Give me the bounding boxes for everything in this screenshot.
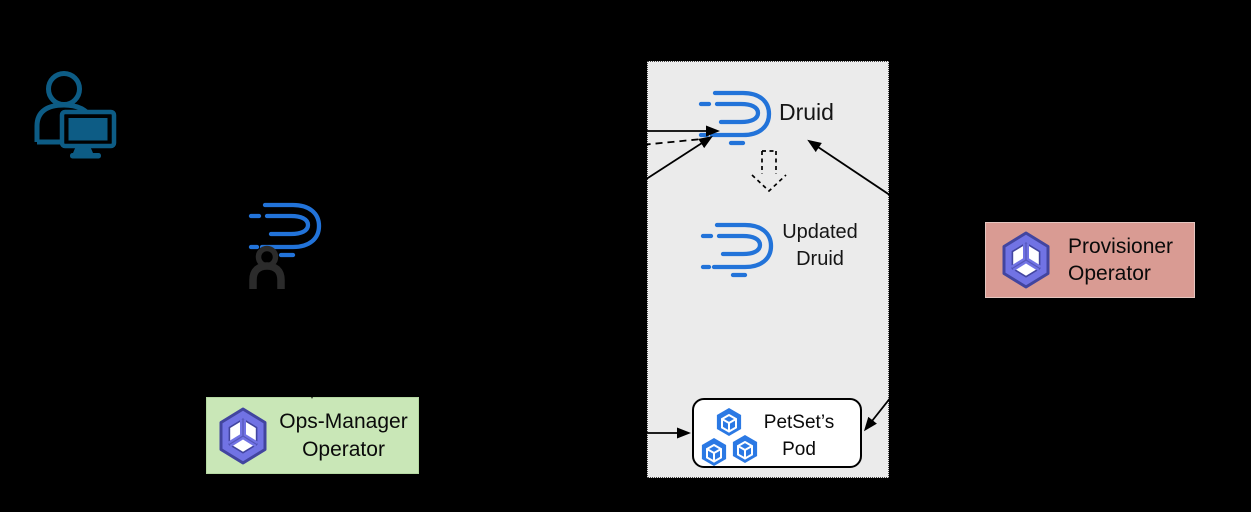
ops-manager-line2: Operator	[302, 437, 385, 461]
petset-line2: Pod	[782, 439, 816, 460]
provisioner-line2: Operator	[1068, 262, 1151, 285]
ops-manager-operator-box: Ops-Manager Operator	[206, 397, 419, 474]
provisioner-operator-label: Provisioner Operator	[1068, 233, 1173, 288]
petset-pod-box: PetSet’s Pod	[692, 398, 862, 468]
operator-cube-icon	[1000, 231, 1052, 289]
petset-pod-label: PetSet’s Pod	[744, 409, 854, 463]
ops-manager-operator-label: Ops-Manager Operator	[269, 408, 418, 463]
operator-cube-icon	[217, 407, 269, 465]
updated-druid-line2: Druid	[796, 248, 844, 270]
updated-druid-node-label: Updated Druid	[778, 219, 862, 273]
druid-cr-icon	[251, 205, 319, 255]
ops-manager-line1: Ops-Manager	[279, 410, 408, 433]
person-at-computer-icon	[37, 74, 114, 159]
petset-line1: PetSet’s	[763, 412, 835, 433]
provisioner-line1: Provisioner	[1068, 234, 1174, 258]
druid-node-label: Druid	[779, 99, 834, 125]
provisioner-operator-box: Provisioner Operator	[985, 222, 1195, 298]
person-icon	[253, 249, 281, 290]
updated-druid-line1: Updated	[782, 221, 858, 243]
